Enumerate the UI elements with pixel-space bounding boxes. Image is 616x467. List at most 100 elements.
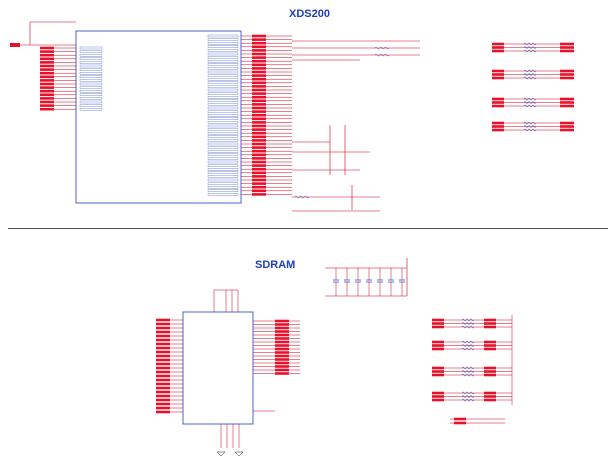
net-label-flag xyxy=(275,365,289,368)
resistor-symbol xyxy=(461,391,475,395)
net-label-flag xyxy=(156,338,170,342)
net-label-flag xyxy=(252,103,266,106)
net-label-flag xyxy=(252,95,266,99)
net-label-flag xyxy=(156,398,170,402)
xds-main-ic xyxy=(75,30,242,204)
net-label-flag xyxy=(156,402,170,406)
pin-name-box xyxy=(79,104,103,107)
resistor-symbol xyxy=(523,45,537,50)
net-label-flag xyxy=(432,391,444,395)
pin-name-box xyxy=(79,57,103,60)
net-label-flag xyxy=(432,370,444,373)
pin-name-box xyxy=(207,67,239,70)
resistor-symbol xyxy=(461,347,475,351)
pin-name-box xyxy=(207,45,239,48)
net-label-flag xyxy=(156,354,170,358)
net-label-flag xyxy=(252,142,266,146)
pin-name-box xyxy=(207,132,239,135)
net-label-flag xyxy=(156,346,170,350)
net-label-flag xyxy=(40,75,54,79)
xds-power-entry xyxy=(10,21,76,47)
net-label-flag xyxy=(252,59,266,63)
net-label-flag xyxy=(484,325,496,329)
pin-name-box xyxy=(79,100,103,104)
net-label-flag xyxy=(432,344,444,347)
net-label-flag xyxy=(560,128,574,132)
net-label-flag xyxy=(252,128,266,131)
net-label-flag xyxy=(492,101,504,104)
pin-name-box xyxy=(207,56,239,59)
resistor-symbol xyxy=(523,72,537,77)
net-label-flag xyxy=(156,366,170,370)
resistor-symbol xyxy=(523,76,537,80)
net-label-flag xyxy=(252,160,266,164)
net-label-flag xyxy=(156,362,170,366)
pin-name-box xyxy=(79,108,103,111)
net-label-flag xyxy=(432,398,444,402)
net-label-flag xyxy=(275,330,289,333)
net-label-flag xyxy=(560,121,574,125)
net-label-flag xyxy=(252,185,266,189)
net-label-flag xyxy=(560,125,574,128)
pin-name-box xyxy=(207,96,239,99)
net-label-flag xyxy=(492,128,504,132)
net-label-flag xyxy=(40,71,54,75)
net-label-flag xyxy=(252,164,266,167)
pin-name-box xyxy=(79,46,103,50)
ground-symbol xyxy=(216,451,226,457)
pin-name-box xyxy=(207,157,239,160)
net-label-flag xyxy=(275,344,289,347)
net-label-flag xyxy=(432,325,444,329)
net-label-flag xyxy=(252,171,266,175)
pin-name-box xyxy=(207,186,239,189)
net-label-flag xyxy=(40,50,54,53)
net-label-flag xyxy=(275,368,289,372)
net-label-flag xyxy=(252,41,266,45)
pin-name-box xyxy=(207,164,239,167)
net-label-flag xyxy=(275,372,289,375)
sdram-right-pins xyxy=(253,319,300,412)
sdram-top-power-pins xyxy=(213,289,239,312)
net-label-flag xyxy=(252,139,266,142)
net-label-flag xyxy=(252,131,266,135)
net-label-flag xyxy=(156,374,170,378)
net-label-flag xyxy=(156,382,170,386)
net-label-flag xyxy=(40,46,54,50)
net-label-flag xyxy=(40,53,54,57)
net-label-flag xyxy=(560,73,574,76)
net-label-flag xyxy=(432,322,444,325)
resistor-symbol xyxy=(461,373,475,377)
net-label-flag xyxy=(560,42,574,46)
pin-name-box xyxy=(207,63,239,66)
net-label-flag xyxy=(40,68,54,71)
pin-name-box xyxy=(207,121,239,124)
pin-name-box xyxy=(207,178,239,182)
sdram-bottom-ground-pins xyxy=(216,424,244,457)
net-label-flag xyxy=(252,74,266,77)
net-label-flag xyxy=(432,366,444,370)
resistor-symbol xyxy=(523,97,537,101)
net-label-flag xyxy=(432,395,444,398)
net-label-flag xyxy=(156,350,170,354)
net-label-flag xyxy=(252,117,266,121)
net-label-flag xyxy=(275,351,289,354)
resistor-symbol xyxy=(461,369,475,374)
xds-left-net-labels xyxy=(40,46,54,111)
pin-name-box xyxy=(79,90,103,93)
pin-name-box xyxy=(79,68,103,71)
pin-name-box xyxy=(207,81,239,84)
resistor-symbol xyxy=(461,321,475,326)
section-divider xyxy=(8,228,608,229)
net-label-flag xyxy=(40,79,54,82)
resistor-symbol xyxy=(461,340,475,344)
net-label-flag xyxy=(492,46,504,49)
pin-name-box xyxy=(207,171,239,174)
pin-name-box xyxy=(207,110,239,113)
net-label-flag xyxy=(275,347,289,351)
pin-name-box xyxy=(207,74,239,77)
sdram-resistor-arrays xyxy=(432,315,513,425)
pin-name-box xyxy=(79,72,103,75)
pin-name-box xyxy=(79,75,103,78)
sdram-left-pins xyxy=(156,318,183,414)
net-label-flag xyxy=(484,395,496,398)
